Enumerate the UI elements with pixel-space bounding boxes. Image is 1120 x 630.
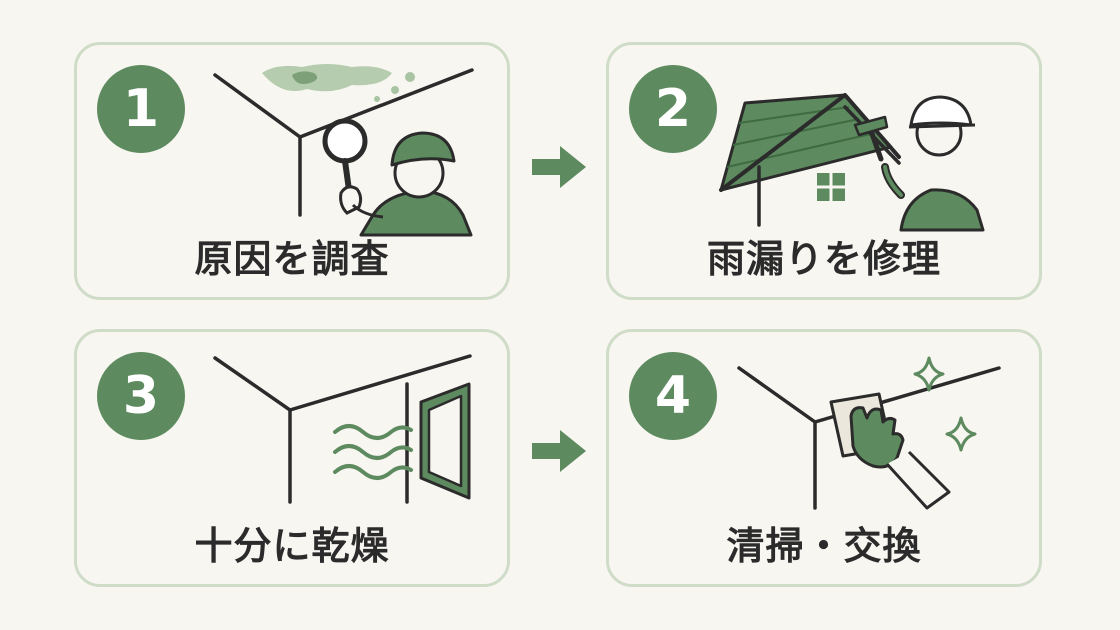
inspect-leak-icon bbox=[213, 64, 474, 237]
arrow-right-icon bbox=[532, 430, 586, 472]
step-card-3: 3 十分に乾燥 bbox=[74, 329, 510, 587]
step-label: 清掃・交換 bbox=[726, 524, 922, 568]
step-card-4: 4 清掃・交換 bbox=[606, 329, 1042, 587]
arrow-right-icon bbox=[532, 146, 586, 188]
step-number-badge: 3 bbox=[97, 352, 185, 440]
step-card-2: 2 雨漏りを修理 bbox=[606, 42, 1042, 300]
step-card-1: 1 原因を調査 bbox=[74, 42, 510, 300]
step-number-badge: 4 bbox=[629, 352, 717, 440]
step-number-badge: 2 bbox=[629, 65, 717, 153]
step-label: 十分に乾燥 bbox=[194, 524, 390, 568]
step-label: 原因を調査 bbox=[194, 237, 390, 281]
roof-repair-icon bbox=[719, 93, 985, 232]
clean-wipe-icon bbox=[737, 356, 1001, 510]
step-number-badge: 1 bbox=[97, 65, 185, 153]
dry-ventilation-icon bbox=[213, 354, 472, 504]
step-label: 雨漏りを修理 bbox=[706, 237, 941, 281]
